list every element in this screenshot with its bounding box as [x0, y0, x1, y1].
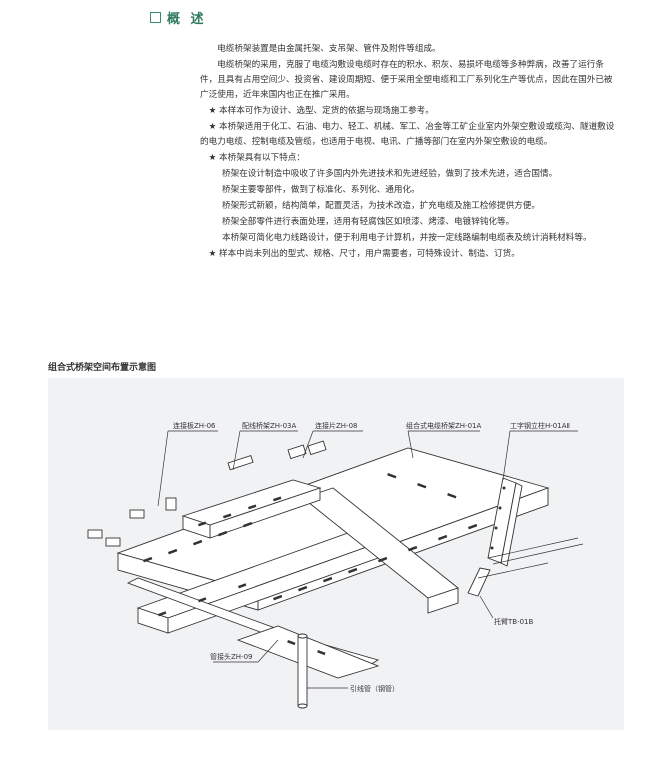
- label-pipe-joint: 管接头ZH-09: [210, 652, 253, 661]
- paragraph-reference: ★ 本样本可作为设计、选型、定货的依据与现场施工参考。: [208, 106, 434, 116]
- feature-item: 本桥架可简化电力线路设计，便于利用电子计算机，并按一定线路编制电缆表及统计消耗材…: [222, 233, 592, 243]
- cable-tray-diagram: 连接板ZH-06 配线桥架ZH-03A 连接片ZH-08 组合式电缆桥架ZH-0…: [87, 421, 584, 709]
- paragraph-custom-order: ★ 样本中尚未列出的型式、规格、尺寸，用户需要者，可特殊设计、制造、订货。: [208, 249, 520, 259]
- diagram-title: 组合式桥架空间布置示意图: [48, 363, 157, 373]
- paragraph-applications: ★ 本桥架适用于化工、石油、电力、轻工、机械、军工、冶金等工矿企业室内外架空敷设…: [200, 122, 615, 147]
- label-connecting-plate: 连接板ZH-06: [173, 421, 216, 430]
- feature-item: 桥架主要零部件，做到了标准化、系列化、通用化。: [222, 185, 420, 195]
- section-header: 概 述: [150, 8, 207, 27]
- label-i-beam-column: 工字钢立柱H-01AⅡ: [510, 421, 570, 430]
- main-cable-tray: [116, 447, 550, 667]
- label-wiring-tray: 配线桥架ZH-03A: [242, 421, 296, 430]
- section-title: 概 述: [167, 12, 207, 27]
- feature-item: 桥架形式新颖，结构简单，配置灵活，为技术改造，扩充电缆及施工检修提供方便。: [222, 201, 540, 211]
- feature-item: 桥架全部零件进行表面处理，适用有轻腐蚀区如喷漆、烤漆、电镀锌钝化等。: [222, 217, 515, 227]
- overview-text: 电缆桥架装置是由金属托架、支吊架、管件及附件等组成。 电缆桥架的采用，克服了电缆…: [200, 42, 620, 263]
- label-lead-pipe: 引线管（钢管）: [350, 684, 399, 693]
- paragraph-intro: 电缆桥架装置是由金属托架、支吊架、管件及附件等组成。: [217, 44, 441, 54]
- label-support-arm: 托臂TB-01B: [494, 617, 534, 626]
- paragraph-features-heading: ★ 本桥架具有以下特点：: [208, 153, 305, 163]
- label-combined-cable-tray: 组合式电缆桥架ZH-01A: [406, 421, 481, 430]
- connector-pieces: [87, 440, 327, 547]
- checkbox-square-icon: [150, 12, 161, 23]
- lead-pipe: [297, 633, 308, 709]
- branch-cable-tray: [181, 479, 322, 539]
- label-connecting-piece: 连接片ZH-08: [315, 421, 358, 430]
- i-beam-column: [467, 477, 584, 597]
- feature-item: 桥架在设计制造中吸收了许多国内外先进技术和先进经验，做到了技术先进，适合国情。: [222, 169, 558, 179]
- tray-slots: [143, 473, 508, 656]
- paragraph-advantages: 电缆桥架的采用，克服了电缆沟敷设电缆时存在的积水、积灰、易损坏电缆等多种弊病，改…: [200, 60, 613, 100]
- leader-lines: [157, 430, 578, 689]
- diagram-frame: 连接板ZH-06 配线桥架ZH-03A 连接片ZH-08 组合式电缆桥架ZH-0…: [48, 378, 624, 730]
